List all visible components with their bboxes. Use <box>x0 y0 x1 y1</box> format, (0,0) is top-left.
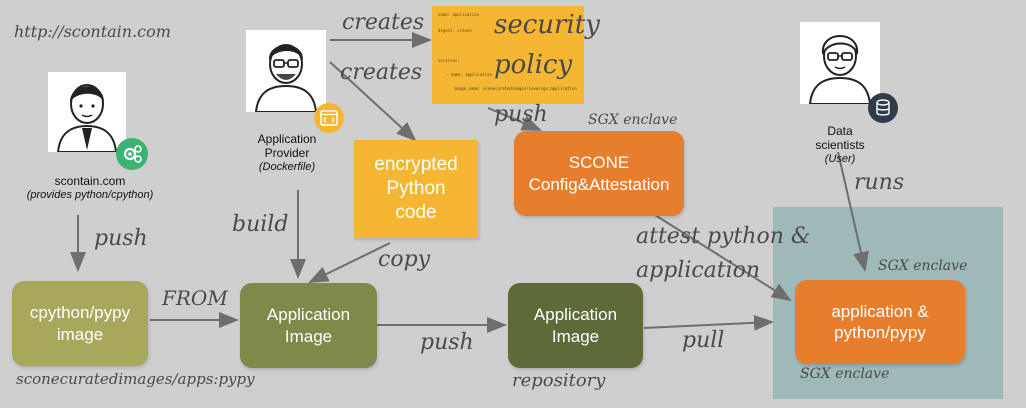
app-image-1-line1: Application <box>266 305 351 325</box>
provider-name-line2: Provider <box>264 146 310 160</box>
label-push-cpython: push <box>94 226 148 251</box>
scontain-name: scontain.com <box>54 174 126 188</box>
code-icon <box>314 103 344 133</box>
arrow-copy <box>308 242 391 283</box>
scientists-note: (User) <box>824 153 856 165</box>
label-pull: pull <box>682 328 725 353</box>
label-image-name: sconecuratedimages/apps:pypy <box>16 370 255 388</box>
arrow-runs <box>837 151 869 272</box>
app-image-1-line2: Image <box>284 326 333 346</box>
database-icon <box>868 93 898 123</box>
gear-icon <box>116 138 148 170</box>
policy-line-3: services: <box>438 58 460 63</box>
application-image-box-2: Application Image <box>508 283 643 368</box>
label-from: FROM <box>162 286 228 310</box>
app-image-2-line2: Image <box>551 326 600 346</box>
policy-line-4: - name: application <box>446 72 492 77</box>
scientists-name-line2: scientists <box>815 138 865 152</box>
label-sgx-top: SGX enclave <box>878 258 968 274</box>
encrypted-code-box: encrypted Python code <box>354 140 478 238</box>
arrow-pull <box>643 314 774 331</box>
security-policy-card: name: application digest: create service… <box>432 6 584 104</box>
app-image-2-line1: Application <box>533 305 618 325</box>
encrypted-code-line2: Python <box>386 178 446 200</box>
scientists-name-line1: Data <box>827 124 853 138</box>
scontain-note: (provides python/cpython) <box>26 189 154 201</box>
enclave-app-line2: python/pypy <box>834 323 926 342</box>
encrypted-code-line1: encrypted <box>374 154 458 176</box>
arrow-push-policy <box>487 107 542 131</box>
label-build: build <box>232 212 289 237</box>
enclave-application-box: application & python/pypy <box>795 280 965 364</box>
label-creates-2: creates <box>340 60 423 85</box>
cpython-image-box: cpython/pypy image <box>12 281 148 366</box>
url-label: http://scontain.com <box>14 22 171 41</box>
policy-line-1: name: application <box>438 12 479 17</box>
scontain-caption: scontain.com (provides python/cpython) <box>20 174 160 202</box>
provider-note: (Dockerfile) <box>258 161 316 173</box>
cpython-line1: cpython/pypy <box>29 303 131 323</box>
encrypted-code-line3: code <box>395 201 437 223</box>
scone-line1: SCONE <box>568 153 630 173</box>
provider-caption: Application Provider (Dockerfile) <box>232 132 342 174</box>
arrow-attest <box>654 214 792 302</box>
scone-box: SCONE Config&Attestation <box>514 131 684 216</box>
label-runs: runs <box>854 170 905 195</box>
label-attest-1: attest python & <box>636 224 811 249</box>
scientists-avatar <box>800 22 880 105</box>
provider-name-line1: Application <box>257 132 317 146</box>
label-attest-2: application <box>636 258 761 283</box>
label-repository: repository <box>512 370 606 391</box>
policy-title-line1: security <box>494 10 600 40</box>
scientists-caption: Data scientists (User) <box>790 124 890 166</box>
policy-line-2: digest: create <box>438 28 472 33</box>
cpython-line2: image <box>56 324 104 344</box>
scontain-avatar <box>48 72 126 153</box>
arrow-creates-code <box>329 61 417 142</box>
provider-avatar <box>246 30 326 113</box>
policy-line-5: image_name: sconecuratedimages/iexecsgx:… <box>454 86 577 91</box>
label-push-policy: push <box>494 102 548 127</box>
enclave-app-line1: application & <box>831 301 929 321</box>
label-push-image: push <box>420 330 474 355</box>
label-copy: copy <box>378 247 431 272</box>
label-creates-1: creates <box>342 10 425 35</box>
label-sgx-scone: SGX enclave <box>588 112 678 128</box>
policy-title-line2: policy <box>494 50 573 80</box>
application-image-box-1: Application Image <box>240 283 377 368</box>
scone-line2: Config&Attestation <box>528 174 670 194</box>
label-sgx-bottom: SGX enclave <box>800 366 890 382</box>
